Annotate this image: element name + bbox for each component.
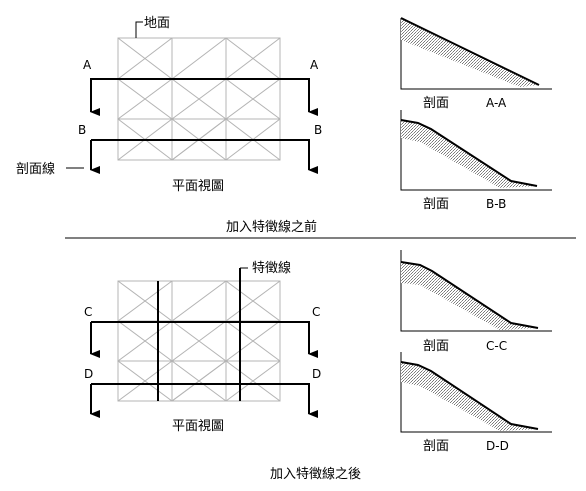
profile-b-word: 剖面 — [423, 197, 449, 212]
section-line-a — [90, 78, 318, 116]
section-line-b — [90, 139, 318, 174]
profile-a-id: A-A — [486, 96, 507, 110]
profile-c-surface — [400, 261, 539, 329]
marker-b-left: B — [78, 123, 86, 137]
top-plan-grid — [117, 37, 281, 161]
section-line-label: 剖面線 — [16, 161, 55, 177]
profile-b-b — [400, 110, 552, 191]
profile-a-word: 剖面 — [423, 96, 449, 111]
feature-line-label: 特徵線 — [252, 260, 291, 276]
top-caption: 加入特徵線之前 — [226, 219, 317, 235]
marker-a-left: A — [83, 58, 92, 72]
profile-c-word: 剖面 — [423, 339, 449, 354]
profile-d-axes — [400, 352, 552, 433]
profile-a-a — [400, 17, 552, 90]
section-line-d — [90, 383, 318, 418]
profile-b-id: B-B — [486, 197, 506, 211]
profile-c-id: C-C — [486, 339, 507, 353]
ground-leader — [135, 21, 143, 38]
profile-a-axes — [400, 18, 552, 90]
section-line-c — [90, 321, 318, 358]
bottom-caption: 加入特徵線之後 — [270, 466, 361, 482]
profile-c-axes — [400, 250, 552, 332]
marker-c-right: C — [312, 305, 320, 319]
profile-d-d — [400, 352, 552, 433]
marker-c-left: C — [84, 305, 92, 319]
marker-d-left: D — [84, 367, 93, 381]
profile-b-axes — [400, 110, 552, 191]
marker-d-right: D — [312, 367, 321, 381]
profile-a-surface — [400, 17, 540, 86]
bottom-plan-label: 平面視圖 — [172, 419, 224, 434]
feature-lines — [157, 268, 241, 401]
profile-c-c — [400, 250, 552, 332]
marker-a-right: A — [310, 58, 319, 72]
profile-d-word: 剖面 — [423, 439, 449, 454]
profile-d-id: D-D — [486, 439, 509, 453]
profile-b-surface — [400, 119, 538, 187]
marker-b-right: B — [314, 123, 322, 137]
profile-d-surface — [400, 361, 539, 430]
top-plan-label: 平面視圖 — [172, 179, 224, 194]
ground-label: 地面 — [144, 16, 170, 31]
profile-d-hatch — [401, 362, 538, 431]
